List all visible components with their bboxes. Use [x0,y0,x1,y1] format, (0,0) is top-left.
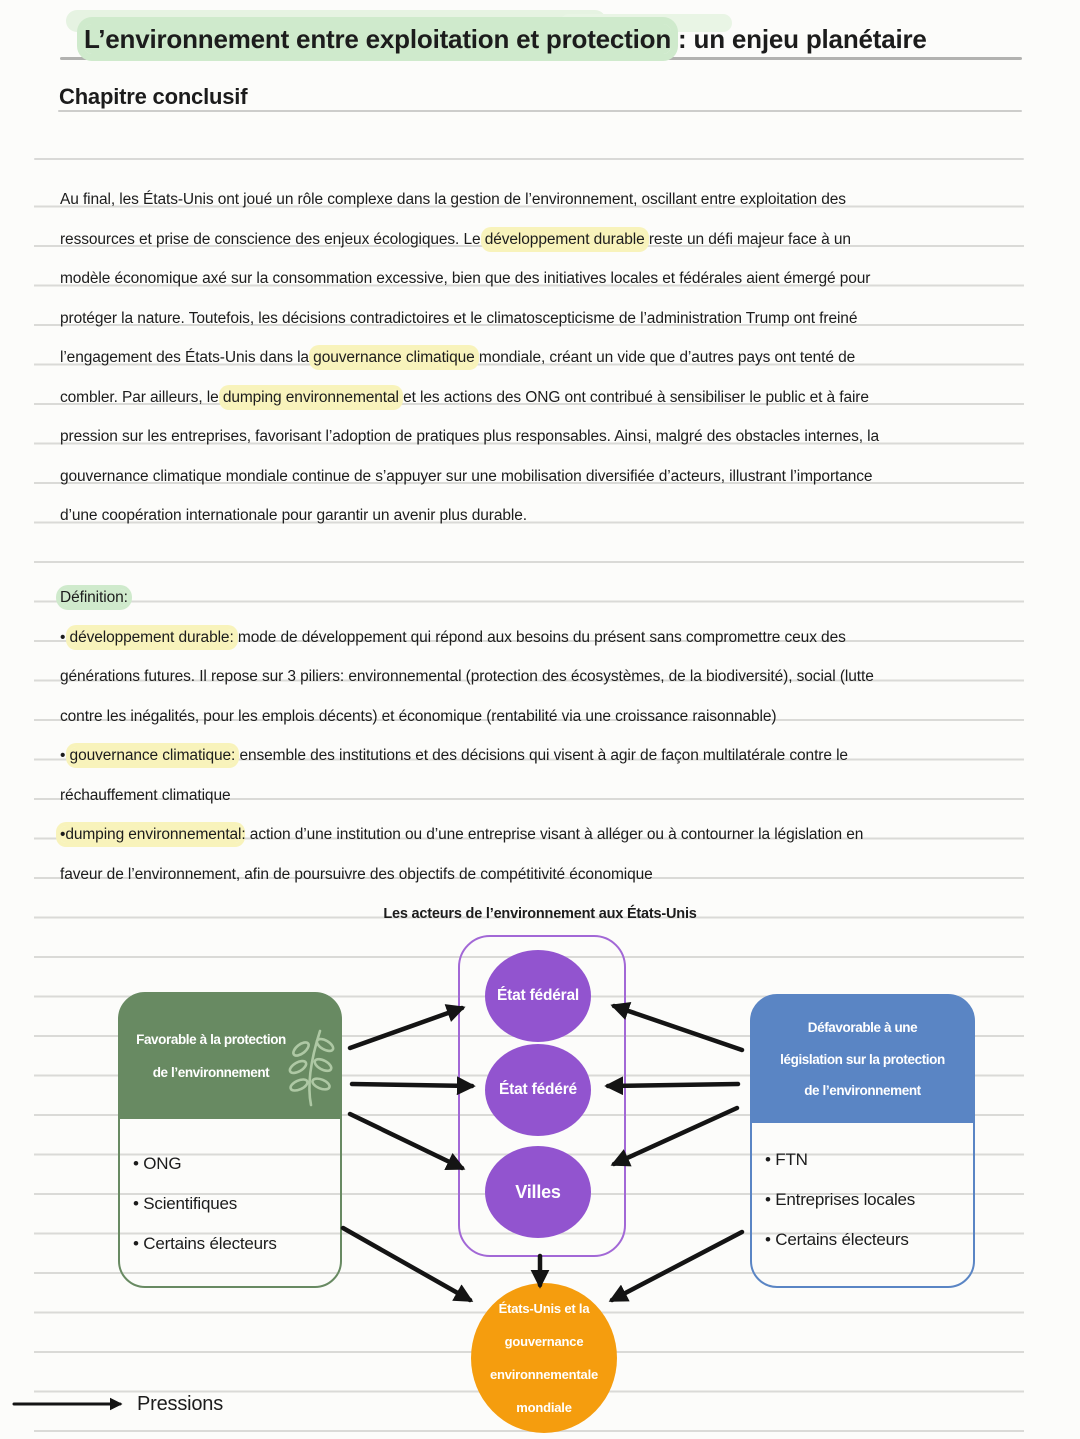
text-line: Au final, les États-Unis ont joué un rôl… [60,180,1022,220]
text-line: Définition: [60,578,1022,618]
node-text-line: États-Unis et la [498,1301,590,1316]
text-line: contre les inégalités, pour les emplois … [60,697,1022,737]
list-item: • FTN [765,1150,808,1169]
node-etat-federal: État fédéral [485,950,591,1042]
text-segment: modèle économique axé sur la consommatio… [60,270,871,287]
text-segment: générations futures. Il repose sur 3 pil… [60,668,874,685]
text-line: gouvernance climatique mondiale continue… [60,457,1022,497]
text-line: d’une coopération internationale pour ga… [60,496,1022,536]
list-item: • Certains électeurs [765,1230,909,1249]
text-segment: développement durable [484,230,645,248]
text-segment: d’une coopération internationale pour ga… [60,507,527,524]
text-segment: développement durable: [69,628,234,646]
text-segment: : un enjeu planétaire [671,24,927,54]
text-segment: gouvernance climatique [313,349,475,366]
text-segment: : action d’une institution ou d’une entr… [241,826,864,843]
text-line: • gouvernance climatique: ensemble des i… [60,736,1022,776]
text-segment: L’environnement entre exploitation et pr… [84,24,672,54]
header-line: de l’environnement [804,1083,921,1098]
node-etats-unis-gouvernance: États-Unis et la gouvernance environneme… [471,1283,617,1433]
text-segment: mode de développement qui répond aux bes… [233,628,846,646]
text-line: protéger la nature. Toutefois, les décis… [60,299,1022,339]
ruled-line [34,158,1024,160]
favorable-box-header: Favorable à la protection de l’environne… [119,993,341,1119]
page-title: L’environnement entre exploitation et pr… [84,24,927,55]
text-segment: ressources et prise de conscience des en… [60,230,485,248]
title-underline [60,57,1022,60]
list-item: • Certains électeurs [133,1234,277,1253]
defavorable-box-items: • FTN • Entreprises locales • Certains éle… [765,1140,967,1260]
favorable-box-items: • ONG • Scientifiques • Certains électeurs [133,1144,334,1264]
node-text-line: gouvernance [504,1334,584,1349]
plant-sprig-icon [288,1029,335,1107]
text-segment: gouvernance climatique mondiale continue… [60,467,873,485]
text-segment: Définition: [60,589,128,606]
node-text-line: mondiale [516,1400,572,1415]
text-segment: contre les inégalités, pour les emplois … [60,707,777,725]
favorable-box: Favorable à la protection de l’environne… [118,992,342,1288]
defavorable-box-header: Défavorable à une législation sur la pro… [751,995,974,1123]
legend-label: Pressions [137,1393,224,1415]
header-line: Défavorable à une [807,1020,918,1035]
text-line: réchauffement climatique [60,776,1022,816]
diagram-title: Les acteurs de l’environnement aux États… [383,906,697,922]
text-segment: réchauffement climatique [60,786,231,804]
text-segment: faveur de l’environnement, afin de pours… [60,865,653,883]
list-item: • Scientifiques [133,1194,238,1213]
text-segment: mondiale, créant un vide que d’autres pa… [474,349,856,366]
text-line: générations futures. Il repose sur 3 pil… [60,657,1022,697]
text-line: pression sur les entreprises, favorisant… [60,417,1022,457]
text-segment: dumping environnemental [222,388,399,406]
paragraph: Au final, les États-Unis ont joué un rôl… [60,180,1022,536]
text-line: modèle économique axé sur la consommatio… [60,259,1022,299]
header-line: législation sur la protection [780,1051,945,1067]
definitions: Définition: • développement durable: mode… [60,578,1022,894]
text-segment: • [60,747,70,764]
node-villes: Villes [485,1146,591,1238]
defavorable-box: Défavorable à une législation sur la pro… [750,994,975,1288]
header-line: de l’environnement [152,1065,270,1080]
text-segment: gouvernance climatique: [69,747,236,764]
text-line: • développement durable: mode de dévelop… [60,618,1022,658]
text-line: combler. Par ailleurs, le dumping enviro… [60,378,1022,418]
header-line: Favorable à la protection [136,1032,286,1047]
text-segment: pression sur les entreprises, favorisant… [60,428,880,445]
node-etat-federe: État fédéré [485,1044,591,1136]
subtitle-underline [58,110,1022,112]
text-line: •dumping environnemental: action d’une i… [60,815,1022,855]
list-item: • ONG [133,1154,182,1173]
text-line: ressources et prise de conscience des en… [60,220,1022,260]
text-segment: ensemble des institutions et des décisio… [235,747,848,764]
list-item: • Entreprises locales [765,1190,916,1209]
text-segment: et les actions des ONG ont contribué à s… [398,388,869,406]
text-segment: combler. Par ailleurs, le [60,388,223,406]
text-segment: protéger la nature. Toutefois, les décis… [60,309,858,327]
node-text-line: environnementale [489,1367,599,1382]
text-line: faveur de l’environnement, afin de pours… [60,855,1022,895]
text-segment: reste un défi majeur face à un [644,230,851,248]
chapter-subtitle: Chapitre conclusif [59,84,248,109]
text-line: l’engagement des États-Unis dans la gouv… [60,338,1022,378]
text-segment: l’engagement des États-Unis dans la [60,349,314,366]
text-segment: • [60,628,70,646]
text-segment: •dumping environnemental [60,826,242,843]
text-segment: Au final, les États-Unis ont joué un rôl… [60,191,846,208]
